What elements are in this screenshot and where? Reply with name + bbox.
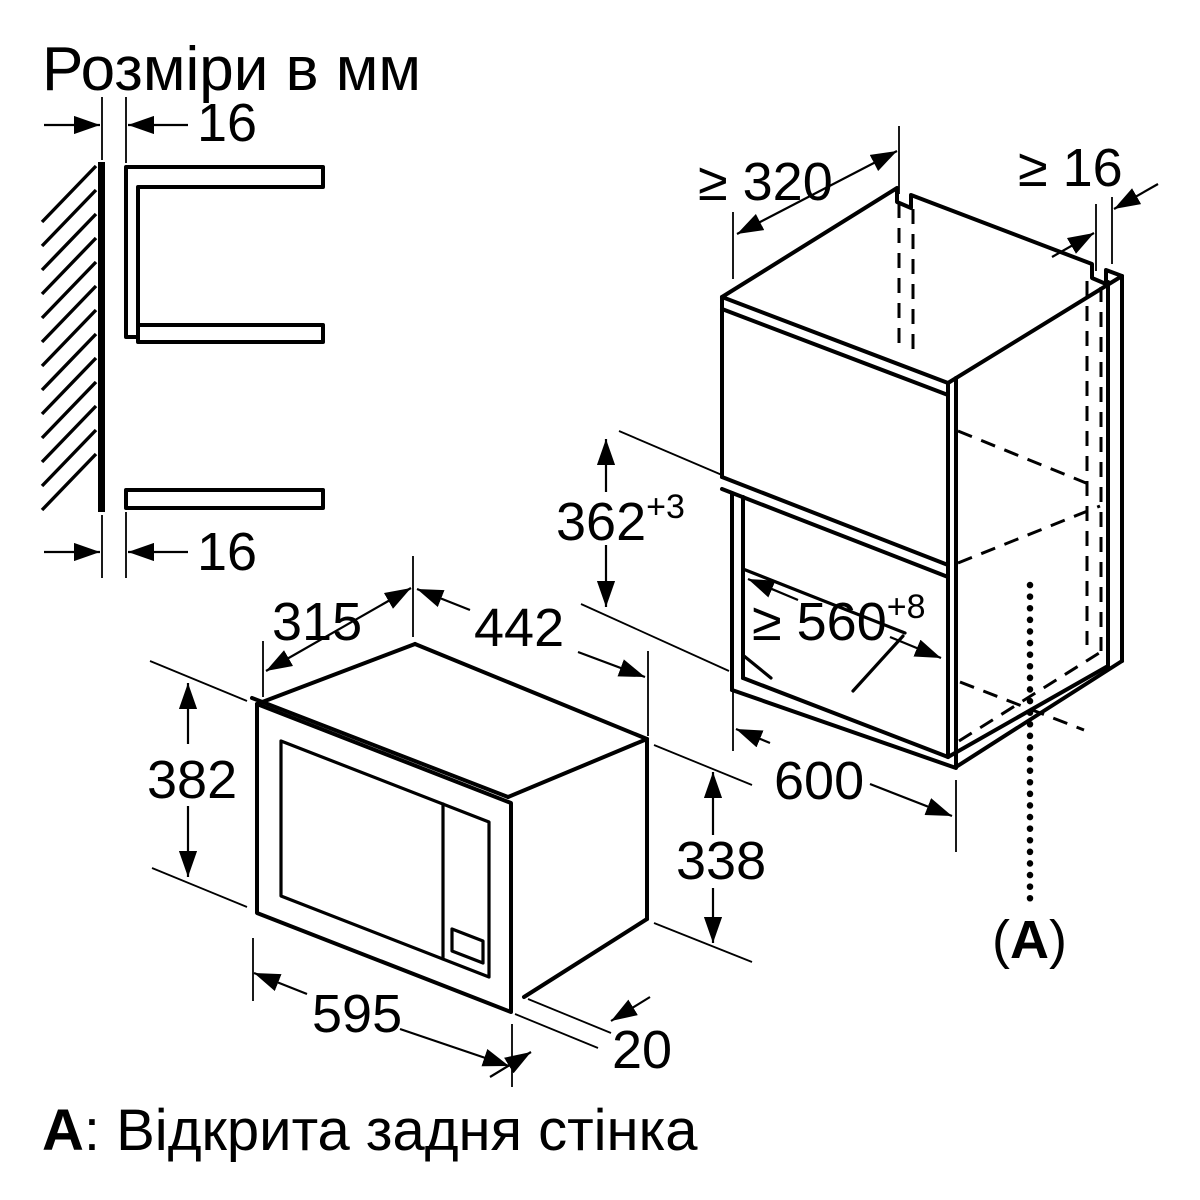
hidden-edges [897, 203, 1105, 743]
dim-min-depth-label: ≥ 320 [698, 152, 833, 212]
dim-bottom-gap-label: 16 [197, 522, 257, 582]
dim-top-gap: 16 [44, 93, 257, 163]
dim-niche-height-label: 362+3 [556, 488, 685, 552]
body-top-left-edge [255, 642, 417, 706]
side-section-view: 16 16 [40, 93, 325, 582]
dim-min-rear-gap-label: ≥ 16 [1018, 138, 1123, 198]
cabinet-isometric-view: ≥ 320 ≥ 16 362+3 ≥ 560+8 [556, 126, 1159, 970]
dim-niche-width-label: ≥ 560+8 [752, 588, 926, 652]
dim-body-height: 338 [653, 744, 766, 963]
dim-device-depth: 315 [262, 556, 414, 697]
niche-height-value: 362 [556, 492, 646, 552]
dim-front-width: 595 [252, 938, 513, 1087]
dim-frame-overhang-label: 20 [612, 1020, 672, 1080]
dim-front-width-label: 595 [312, 984, 402, 1044]
dim-cabinet-width-label: 600 [774, 751, 864, 811]
open-back-label: (А) [992, 910, 1067, 970]
microwave-isometric-view: 315 442 382 338 [147, 556, 766, 1087]
dim-body-width: 442 [416, 587, 649, 736]
niche-width-value: ≥ 560 [752, 592, 887, 652]
dim-body-height-label: 338 [676, 831, 766, 891]
middle-shelf [136, 323, 325, 344]
marker-close-paren: ) [1049, 910, 1067, 970]
dim-top-gap-label: 16 [197, 93, 257, 153]
caption-text: : Відкрита задня стінка [84, 1098, 698, 1163]
dim-body-width-label: 442 [474, 598, 564, 658]
dim-front-height-label: 382 [147, 750, 237, 810]
caption: А: Відкрита задня стінка [42, 1098, 698, 1163]
top-board-with-rear-strip [124, 165, 325, 339]
dim-niche-height: 362+3 [556, 430, 730, 672]
niche-width-tolerance: +8 [887, 588, 926, 626]
cabinet-top-face [720, 186, 1124, 385]
display-window [450, 927, 485, 965]
dim-frame-overhang: 20 [489, 996, 672, 1080]
caption-letter: А [42, 1098, 84, 1163]
bottom-board [124, 488, 325, 510]
open-back-marker: (А) [992, 581, 1067, 970]
dim-device-depth-label: 315 [272, 592, 362, 652]
front-frame [255, 702, 513, 1014]
dim-front-height: 382 [147, 660, 248, 908]
dim-niche-width: ≥ 560+8 [747, 577, 942, 660]
dim-min-depth: ≥ 320 [698, 126, 900, 279]
dim-bottom-gap: 16 [44, 512, 257, 582]
body-bottom-right-edge [522, 917, 649, 999]
niche-height-tolerance: +3 [646, 488, 685, 526]
marker-letter: А [1010, 910, 1049, 970]
door-inset [279, 739, 491, 979]
body-top-back-edge [413, 642, 649, 741]
page-title: Розміри в мм [42, 35, 421, 104]
dim-cabinet-width: 600 [732, 688, 957, 852]
wall-hatching [40, 164, 98, 512]
dim-min-rear-gap: ≥ 16 [1018, 138, 1159, 271]
marker-open-paren: ( [992, 910, 1010, 970]
